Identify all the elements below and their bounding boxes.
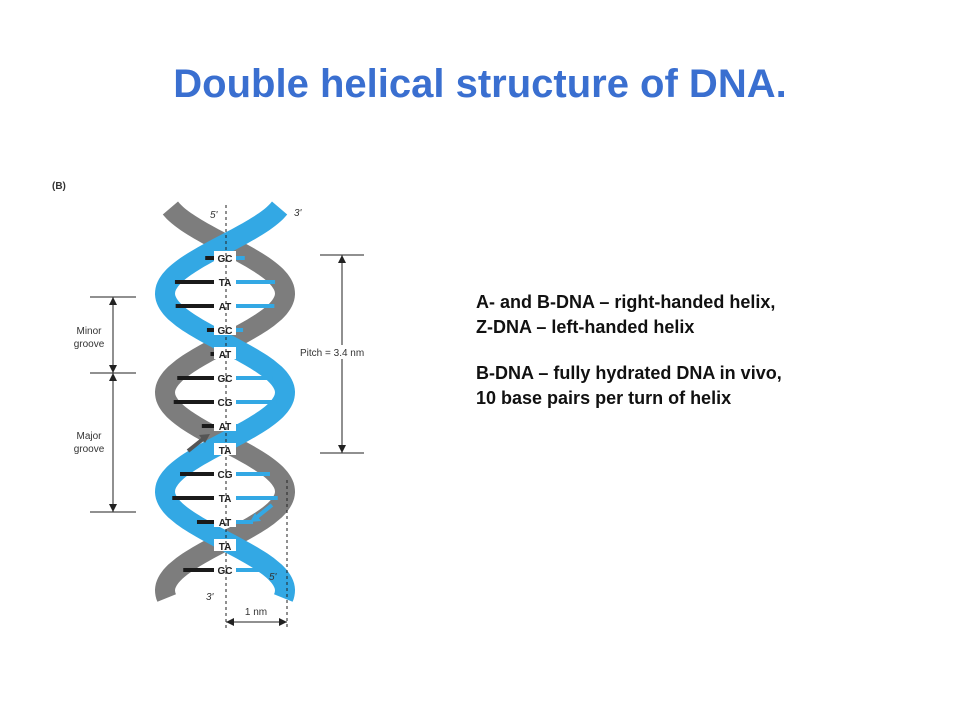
- base-pair-label-bg: [214, 251, 236, 263]
- base-pair-label: TA: [219, 278, 232, 289]
- base-pair-label: AT: [219, 422, 232, 433]
- note-line: Z-DNA – left-handed helix: [476, 317, 695, 337]
- three-prime-top-label: 3': [294, 208, 303, 219]
- pitch-arrow-up: [338, 255, 346, 263]
- base-pair-label: CG: [218, 470, 233, 481]
- base-pair-label-bg: [214, 323, 236, 335]
- base-pair-label: AT: [219, 350, 232, 361]
- base-pair-label-bg: [214, 515, 236, 527]
- base-pair-label-bg: [214, 347, 236, 359]
- base-pair-label-bg: [214, 467, 236, 479]
- five-prime-bottom-label: 5': [269, 572, 278, 583]
- panel-label: (B): [52, 181, 66, 192]
- notes: A- and B-DNA – right-handed helix, Z-DNA…: [476, 290, 782, 432]
- minor-groove-label-line1: Minor: [76, 326, 102, 337]
- base-pair-label-bg: [214, 443, 236, 455]
- base-pair-label-bg: [214, 395, 236, 407]
- width-arrow-right: [279, 618, 287, 626]
- base-pair-label-bg: [214, 491, 236, 503]
- minor-groove-label-line2: groove: [74, 339, 105, 350]
- base-pair-label: GC: [218, 566, 233, 577]
- width-label: 1 nm: [245, 607, 267, 618]
- base-pair-rungs: GC TA AT GC AT GC CG AT TA CG TA AT TA GC: [172, 251, 278, 577]
- base-pair-label: AT: [219, 518, 232, 529]
- base-pair-label-bg: [214, 539, 236, 551]
- pitch-arrow-down: [338, 445, 346, 453]
- base-pair-label: TA: [219, 542, 232, 553]
- base-pair-label-bg: [214, 371, 236, 383]
- note-line: B-DNA – fully hydrated DNA in vivo,: [476, 363, 782, 383]
- base-pair-label: TA: [219, 446, 232, 457]
- base-pair-label: TA: [219, 494, 232, 505]
- minor-groove-arrow-down: [109, 365, 117, 373]
- major-groove-label-line2: groove: [74, 444, 105, 455]
- major-groove-arrow-down: [109, 504, 117, 512]
- major-groove-label-line1: Major: [76, 431, 102, 442]
- base-pair-label: GC: [218, 254, 233, 265]
- width-arrow-left: [226, 618, 234, 626]
- base-pair-label: GC: [218, 326, 233, 337]
- pitch-label: Pitch = 3.4 nm: [300, 348, 364, 359]
- base-pair-label-bg: [214, 299, 236, 311]
- helix-ribbons: GC TA AT GC AT GC CG AT TA CG TA AT TA GC: [154, 201, 296, 602]
- base-pair-label-bg: [214, 563, 236, 575]
- gray-strand: [154, 201, 296, 602]
- strand-direction-arrow-up: [186, 434, 210, 453]
- blue-strand: [154, 201, 296, 602]
- strand-direction-arrow-down: [250, 503, 274, 522]
- base-pair-label-bg: [214, 419, 236, 431]
- slide-title: Double helical structure of DNA.: [173, 62, 787, 106]
- five-prime-top-label: 5': [210, 210, 219, 221]
- major-groove-arrow-up: [109, 373, 117, 381]
- note-line: A- and B-DNA – right-handed helix,: [476, 292, 776, 312]
- note-helix-handedness: A- and B-DNA – right-handed helix, Z-DNA…: [476, 290, 782, 340]
- three-prime-bottom-label: 3': [206, 592, 215, 603]
- base-pair-label: GC: [218, 374, 233, 385]
- minor-groove-arrow-up: [109, 297, 117, 305]
- base-pair-label: CG: [218, 398, 233, 409]
- note-b-dna: B-DNA – fully hydrated DNA in vivo, 10 b…: [476, 361, 782, 411]
- base-pair-label-bg: [214, 275, 236, 287]
- base-pair-label: AT: [219, 302, 232, 313]
- note-line: 10 base pairs per turn of helix: [476, 388, 732, 408]
